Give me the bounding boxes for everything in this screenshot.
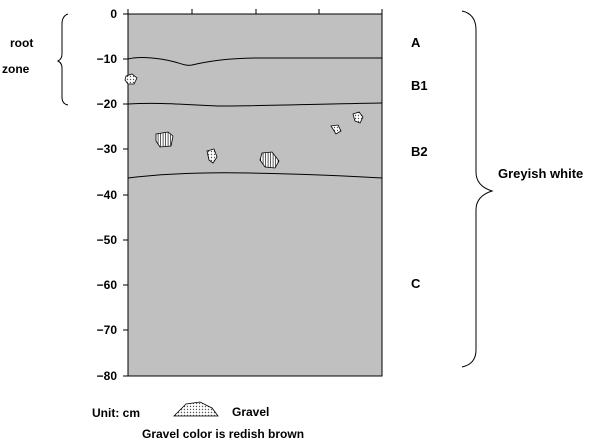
depth-axis-ticks (123, 13, 128, 377)
depth-tick-label: −70 (97, 323, 118, 337)
horizon-label-b1: B1 (411, 78, 428, 93)
gravel-stone (352, 111, 364, 124)
depth-tick-label: −20 (97, 97, 118, 111)
depth-tick-label: −30 (97, 142, 118, 156)
depth-tick-label: −10 (97, 52, 118, 66)
depth-tick-label: −80 (97, 369, 118, 383)
gravel-stone (330, 124, 342, 135)
gravel-stone (124, 73, 138, 85)
gravel-stones (124, 73, 364, 169)
depth-tick-label: −40 (97, 188, 118, 202)
boundary-b2-c (127, 172, 383, 179)
depth-tick-label: −60 (97, 278, 118, 292)
depth-axis-labels: 0 −10 −20 −30 −40 −50 −60 −70 −80 (97, 7, 118, 383)
top-axis-ticks (127, 9, 383, 14)
color-note-label: Greyish white (498, 166, 583, 181)
horizon-label-b2: B2 (411, 144, 428, 159)
boundary-b1-b2 (127, 102, 383, 107)
horizon-label-a: A (411, 35, 421, 50)
gravel-legend-icon (173, 401, 219, 417)
soil-column (127, 13, 383, 377)
depth-tick-label: −50 (97, 233, 118, 247)
color-note-brace (461, 10, 494, 368)
gravel-color-note: Gravel color is redish brown (142, 427, 304, 441)
gravel-stone (155, 131, 174, 148)
gravel-stone (206, 148, 218, 164)
root-zone-label-line2: zone (2, 62, 30, 76)
root-zone-brace (56, 13, 69, 106)
gravel-legend-label: Gravel (232, 405, 269, 419)
root-zone-label-line1: root (10, 36, 33, 50)
horizon-label-c: C (411, 276, 421, 291)
boundary-a-b1 (127, 57, 382, 66)
unit-label: Unit: cm (92, 406, 140, 420)
depth-tick-label: 0 (110, 7, 117, 21)
gravel-stone (259, 151, 280, 169)
